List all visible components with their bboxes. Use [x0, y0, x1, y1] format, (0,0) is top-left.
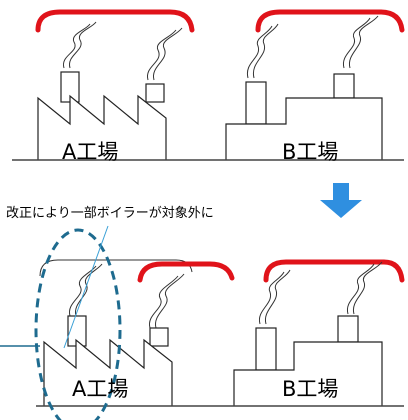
- exclusion-ellipse: [34, 228, 122, 420]
- top-smoke-a: [63, 21, 183, 81]
- bottom-smoke-b: [258, 261, 383, 325]
- bottom-arc-partial-a: [137, 261, 235, 283]
- top-smoke-b: [246, 15, 379, 79]
- pointer-line: [63, 225, 109, 349]
- top-arc-factory-a: [35, 9, 195, 33]
- down-arrow-icon: [320, 183, 362, 218]
- bottom-arc-factory-b: [263, 259, 405, 283]
- factory-b-label-top: B工場: [282, 140, 339, 164]
- factory-a-label-top: A工場: [62, 140, 119, 164]
- factory-a-label-bottom: A工場: [72, 377, 129, 401]
- top-arc-factory-b: [255, 9, 405, 33]
- revision-caption: 改正により一部ボイラーが対象外に: [6, 206, 214, 221]
- top-factory-a: [37, 71, 167, 160]
- top-factory-b: [225, 73, 383, 160]
- factory-b-label-bottom: B工場: [282, 377, 339, 401]
- bottom-smoke-a: [69, 263, 185, 329]
- bottom-factory-a: [43, 315, 173, 406]
- bottom-factory-b: [233, 315, 383, 406]
